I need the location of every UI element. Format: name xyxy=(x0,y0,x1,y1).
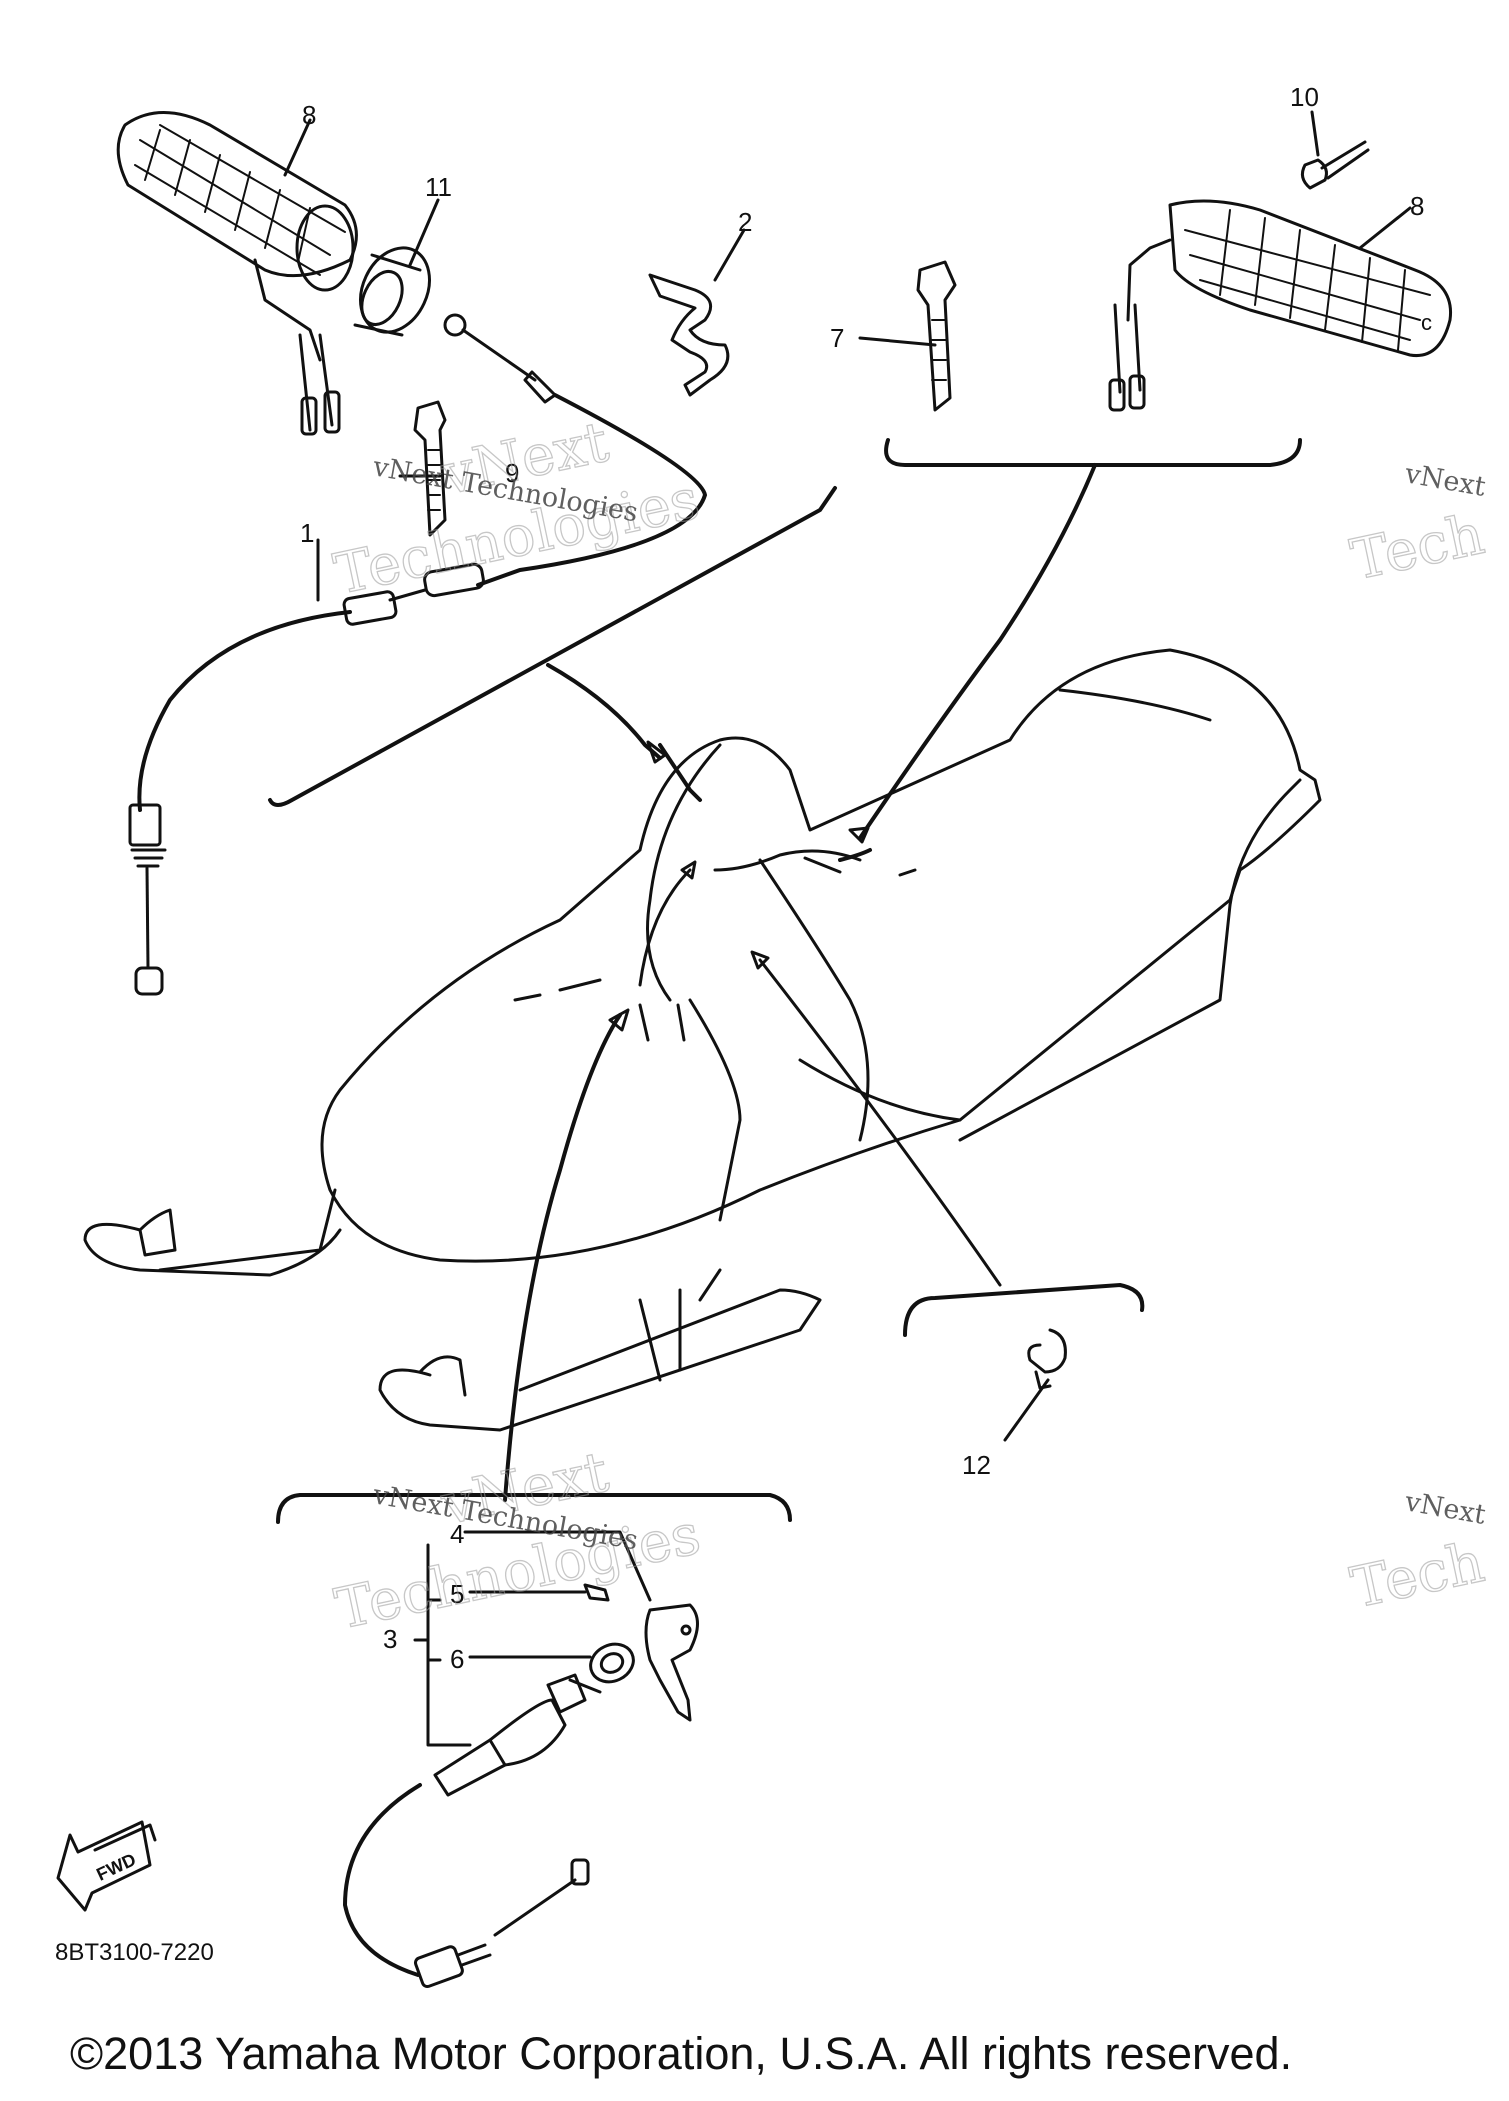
grip-ring[interactable] xyxy=(347,237,442,344)
watermark-partial-tech-1: Tech xyxy=(1346,502,1490,593)
snowmobile xyxy=(83,648,1322,1432)
callout-5: 5 xyxy=(450,1579,464,1609)
lower-group-bracket xyxy=(276,1493,792,1524)
callout-2: 2 xyxy=(738,207,752,237)
group-3-brace xyxy=(413,1543,472,1747)
left-group-leader xyxy=(546,663,662,760)
watermark-partial-tech-2: Tech xyxy=(1346,1530,1490,1621)
leader-12 xyxy=(1003,1378,1050,1442)
watermark: vNext Technologies vNext Technologies vN… xyxy=(328,409,1490,1643)
leader-8-left xyxy=(283,118,312,177)
clamp-12[interactable] xyxy=(1027,1328,1067,1390)
callout-6: 6 xyxy=(450,1644,464,1674)
throttle-cable[interactable] xyxy=(128,313,708,996)
fwd-arrow-icon: FWD xyxy=(56,1820,157,1912)
right-grip[interactable]: c xyxy=(1108,199,1453,412)
callout-10: 10 xyxy=(1290,82,1319,112)
throttle-lever-cable[interactable] xyxy=(342,1673,602,1989)
left-grip[interactable] xyxy=(116,111,358,436)
callout-8-right: 8 xyxy=(1410,191,1424,221)
callout-1: 1 xyxy=(300,518,314,548)
fwd-label: FWD xyxy=(93,1849,139,1884)
watermark-partial-vnext-1: vNext xyxy=(1402,458,1488,503)
callout-3: 3 xyxy=(383,1624,397,1654)
leader-10 xyxy=(1310,110,1320,157)
clamp-group-bracket xyxy=(903,1282,1145,1337)
svg-text:c: c xyxy=(1421,310,1432,335)
watermark-partial-vnext-2: vNext xyxy=(1402,1486,1488,1531)
leader-11 xyxy=(408,198,440,267)
leader-2 xyxy=(713,228,746,282)
callout-8-left: 8 xyxy=(302,100,316,130)
callout-4: 4 xyxy=(450,1519,464,1549)
pin-5[interactable] xyxy=(583,1583,610,1602)
drawing-number: 8BT3100-7220 xyxy=(55,1939,214,1966)
leader-4 xyxy=(463,1530,652,1602)
callout-9: 9 xyxy=(505,458,519,488)
copyright-notice: ©2013 Yamaha Motor Corporation, U.S.A. A… xyxy=(70,2028,1293,2079)
nut-6[interactable] xyxy=(584,1637,639,1688)
right-group-leader xyxy=(858,463,1097,840)
leader-7 xyxy=(858,336,937,347)
cable-clip[interactable] xyxy=(648,273,730,397)
left-group-bracket xyxy=(268,486,837,807)
right-group-bracket xyxy=(884,438,1302,467)
cable-band-7[interactable] xyxy=(916,260,957,412)
callout-7: 7 xyxy=(830,323,844,353)
lower-group-leader xyxy=(503,1013,622,1502)
callout-11: 11 xyxy=(425,172,452,202)
leader-8-right xyxy=(1358,206,1412,250)
throttle-lever[interactable] xyxy=(644,1603,699,1722)
cable-band-9[interactable] xyxy=(413,400,447,537)
callout-12: 12 xyxy=(962,1450,991,1480)
screw-10[interactable] xyxy=(1300,140,1370,190)
